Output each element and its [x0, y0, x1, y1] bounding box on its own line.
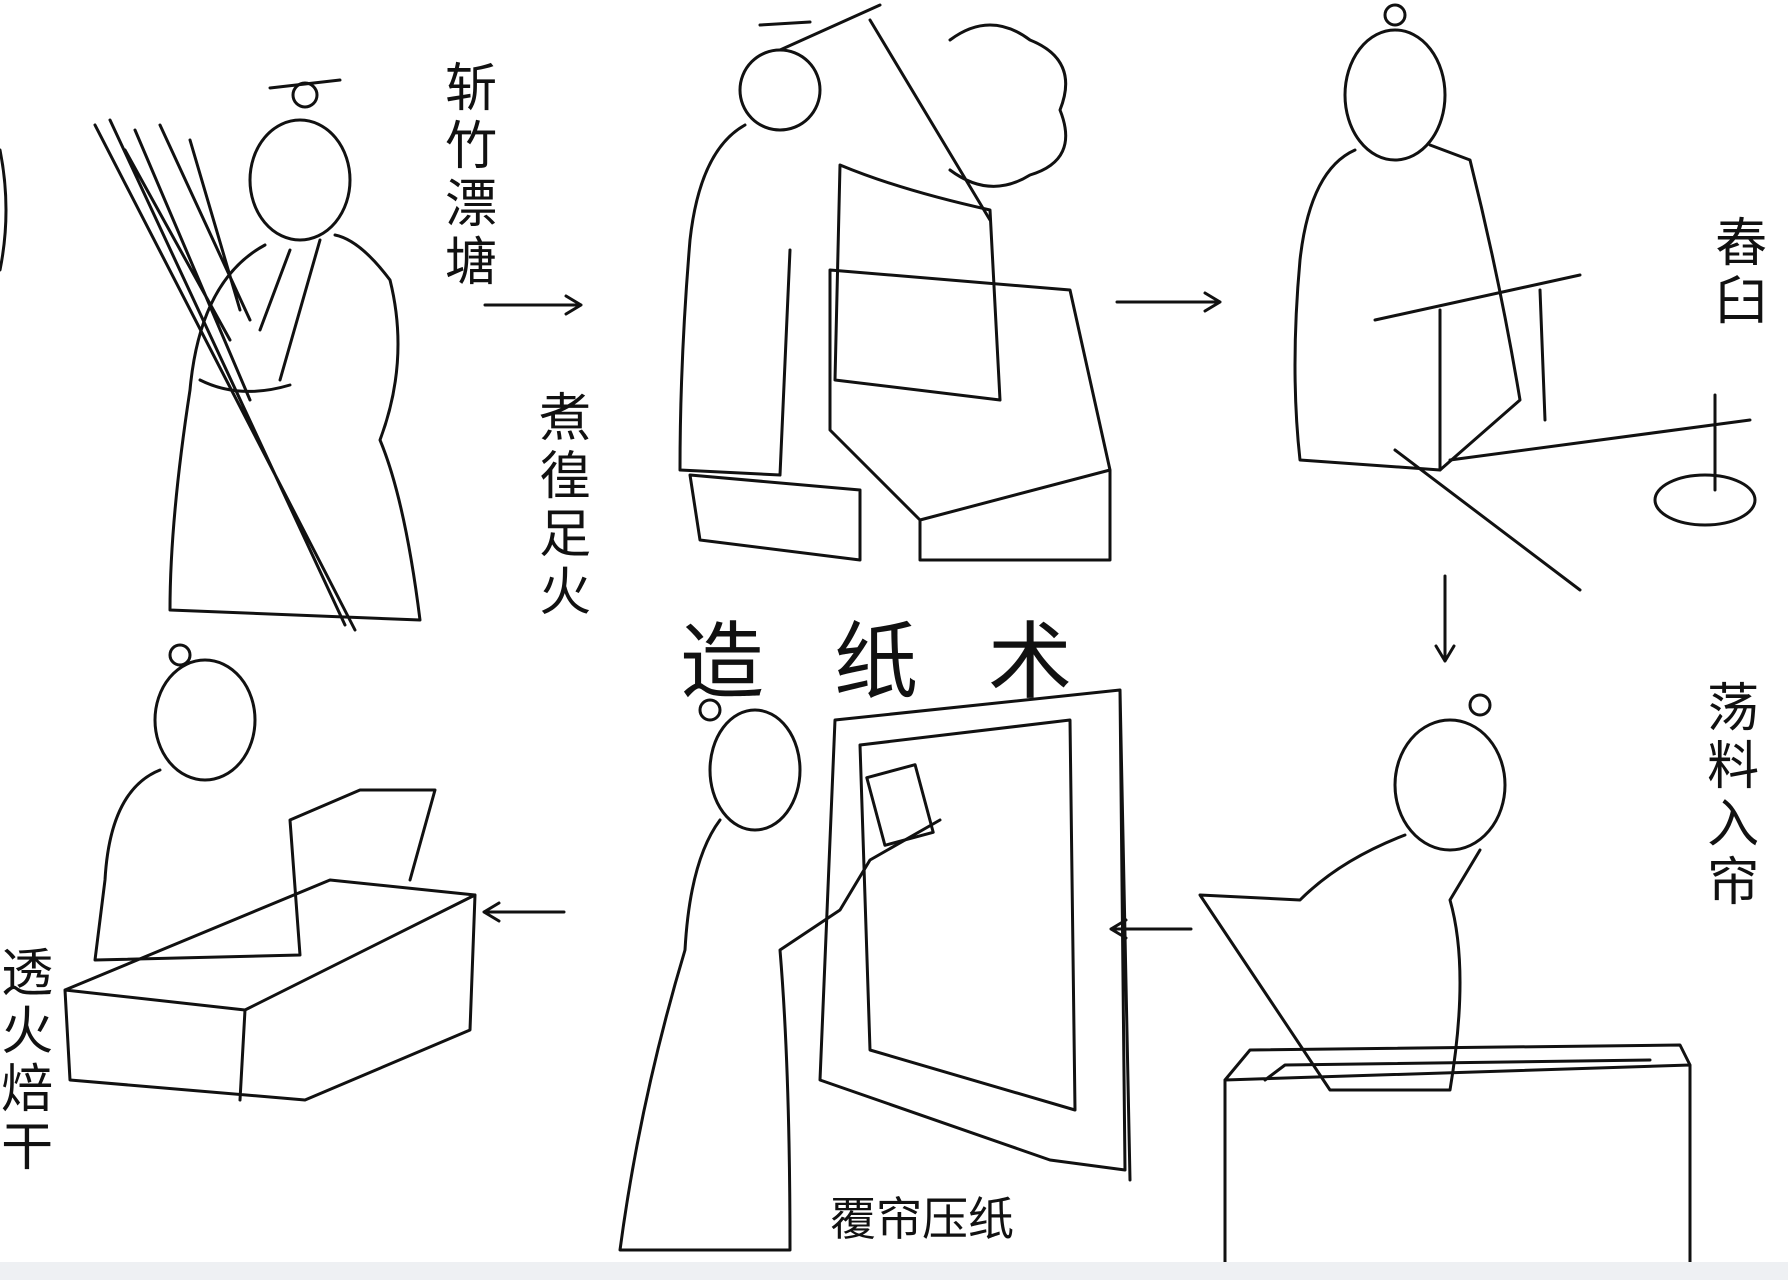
step-label-dry: 透火焙干 [0, 945, 52, 1177]
arrow-2 [1115, 291, 1222, 313]
flow-arrows [482, 291, 1456, 940]
bottom-strip [0, 1262, 1788, 1280]
figure-dip-mould [1198, 693, 1692, 1272]
arrow-5 [482, 901, 566, 923]
figure-dry-paper [63, 643, 477, 1102]
figure-pound-mortar [1293, 3, 1757, 592]
arrow-3 [1434, 574, 1456, 663]
step-label-press: 覆帘压纸 [830, 1192, 1014, 1246]
step-label-boil: 煮徨足火 [529, 390, 590, 622]
arrow-1 [483, 294, 583, 316]
step-label-pound: 舂臼 [1705, 215, 1766, 331]
figure-press-sheet [618, 688, 1132, 1252]
step-label-cut-bamboo: 斩竹漂塘 [435, 60, 496, 292]
arrow-4 [1109, 918, 1193, 940]
figure-boil-pulp [678, 3, 1112, 562]
step-label-dip: 荡料入帘 [1697, 680, 1758, 912]
diagram-title: 造纸术 [680, 613, 1143, 711]
figure-cut-bamboo [93, 78, 422, 632]
edge-mark [0, 148, 8, 272]
